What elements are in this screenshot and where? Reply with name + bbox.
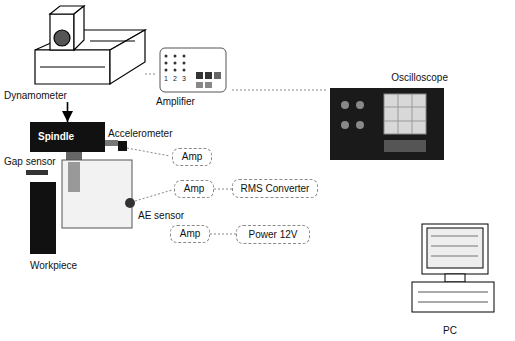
dynamometer-illustration [35,6,145,84]
screen-grid [398,94,399,134]
amplifier-dot [165,62,168,65]
fixture-block [50,14,74,50]
node-text: Amp [184,183,205,195]
node-text: Amplifier [156,96,195,108]
gap-sensor-symbol [26,170,48,175]
amplifier-dot [165,69,168,72]
node-text: Oscilloscope [391,72,448,84]
channel-number: 1 [164,75,168,83]
amplifier-dot [183,62,186,65]
dynamometer-front [35,50,110,84]
amplifier-button [196,82,203,88]
oscilloscope-knob [341,101,349,109]
connector-line [67,102,69,122]
pc-box: PC [405,222,495,337]
sensor-label: Gap sensor [4,156,56,167]
connector-line [232,90,328,91]
connector-line [210,234,236,235]
screen-line [431,246,478,247]
dynamometer-slot [40,66,105,67]
oscilloscope-box: Oscilloscope [328,72,448,164]
oscilloscope-illustration [330,88,444,160]
pc-case-slot [418,302,488,303]
end-mill [68,162,80,192]
node-text: Spindle [30,131,74,143]
leader-line [127,148,170,156]
amplifier-illustration [160,48,226,92]
power-box: Power 12V [236,225,310,244]
oscilloscope-panel [384,140,426,152]
oscilloscope-body [330,88,444,160]
ae-sensor-symbol [125,198,135,208]
node-text: Amp [180,228,201,240]
amplifier-dot [183,69,186,72]
screen-grid [384,121,426,122]
connector-line [214,189,232,190]
amp-box: Amp [170,225,210,243]
screen-line [431,256,478,257]
sensor-label: Accelerometer [108,128,172,139]
screen-line [431,236,478,237]
converter-box: RMS Converter [232,179,318,198]
amplifier-dot [165,55,168,58]
channel-number: 2 [173,75,177,83]
node-text: Amp [182,151,203,163]
leader-line [135,190,172,201]
screen-grid [384,107,426,108]
screen-grid [412,94,413,134]
oscilloscope-screen [384,94,426,134]
amplifier-dot [174,62,177,65]
node-text: PC [443,325,457,337]
accelerometer-mount [105,140,118,146]
accelerometer-symbol [118,141,127,151]
amplifier-button [205,72,212,79]
pc-stand [445,274,465,282]
dynamometer-label-box: Dynamometer [4,2,145,102]
fixture-side [74,6,84,50]
dynamometer-slot [90,40,135,41]
dynamometer-side [110,30,145,84]
pc-case [412,282,494,312]
pc-illustration [412,224,494,312]
oscilloscope-knob [356,121,364,129]
amplifier-dot [174,69,177,72]
amp-box: Amp [174,180,214,198]
amplifier-dot [183,55,186,58]
connector-line [145,74,156,75]
node-text: RMS Converter [241,183,310,195]
amplifier-dot [174,55,177,58]
pc-case-slot [418,292,488,293]
sensor-label: AE sensor [138,210,184,221]
amplifier-body [160,48,226,92]
fixture-tool [54,30,70,46]
oscilloscope-knob [341,121,349,129]
node-text: Dynamometer [4,90,67,102]
node-text: Power 12V [249,229,298,241]
spindle-block: Spindle [30,122,105,152]
oscilloscope-knob [356,101,364,109]
amplifier-button [205,82,212,88]
pc-screen [427,228,483,268]
tool-block [62,160,132,228]
channel-number: 3 [182,75,186,83]
workpiece-block [30,182,56,254]
amplifier-button [214,72,221,79]
pc-monitor [422,224,488,274]
amplifier-button [196,72,203,79]
amp-box: Amp [172,148,212,166]
part-label: Workpiece [30,260,77,271]
